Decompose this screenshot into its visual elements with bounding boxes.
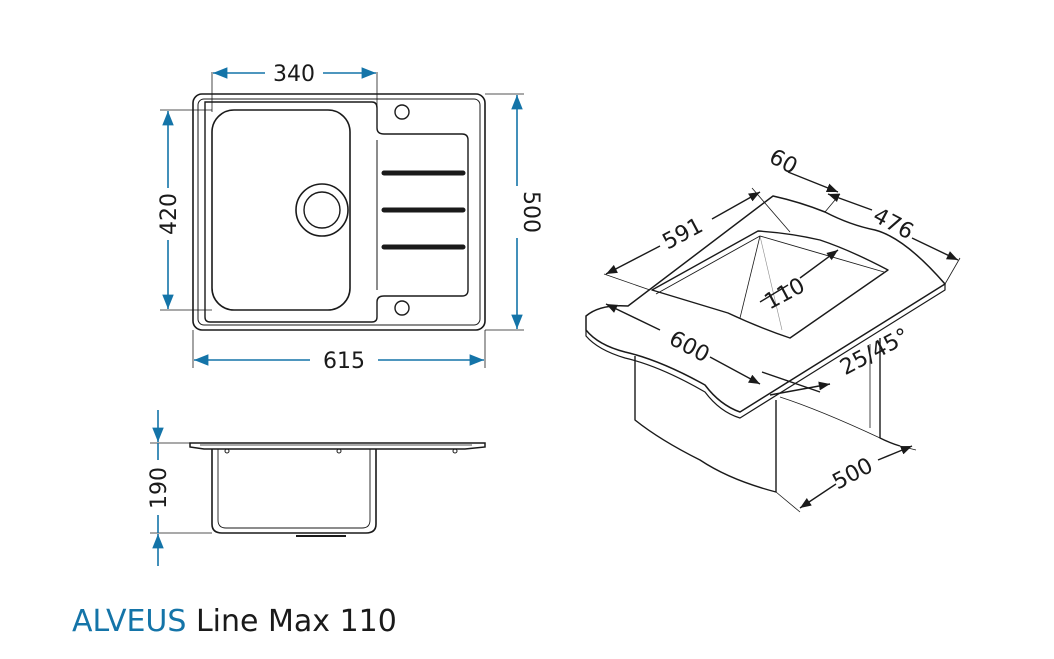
sink-inner-rim	[197, 98, 481, 326]
technical-drawing: 340 420 615 500 190	[147, 62, 961, 566]
bowl-recess-outline	[204, 101, 469, 323]
sink-flange	[189, 442, 486, 450]
top-view-sink	[160, 72, 524, 368]
model-name: Line Max 110	[195, 604, 397, 639]
bowl-inner-corner	[739, 235, 761, 319]
overflow-hole	[394, 300, 410, 316]
bowl-width-label: 340	[273, 62, 315, 87]
bowl-profile	[211, 449, 377, 534]
product-title: ALVEUS Line Max 110	[72, 604, 397, 639]
worktop-surface	[585, 195, 946, 413]
bowl	[211, 109, 351, 311]
cabinet-width-label: 500	[829, 453, 878, 495]
bowl-top-width-label: 591	[659, 213, 708, 255]
dim-600-right	[709, 356, 761, 385]
dim-600-left	[605, 303, 661, 331]
dim-angle-b	[769, 381, 831, 396]
dim-60	[787, 171, 839, 193]
cabinet-view	[585, 187, 961, 513]
bowl-depth-label: 110	[761, 273, 810, 315]
sink-width-label: 615	[323, 349, 365, 374]
worktop-width-label: 600	[665, 326, 714, 368]
sink-depth-label: 500	[518, 191, 543, 233]
dim-500-right	[877, 445, 913, 461]
dim-angle-a	[761, 371, 821, 393]
bowl-cutout	[651, 230, 889, 339]
bowl-length-label: 420	[157, 193, 182, 235]
dim-591-left	[605, 245, 661, 275]
depth-label: 190	[147, 467, 172, 509]
dim-476-left	[827, 193, 873, 211]
side-view-sink	[150, 442, 486, 537]
dim-110-b	[759, 284, 789, 303]
sink-outer-rim	[192, 93, 486, 331]
cabinet-right-side	[879, 338, 901, 447]
top-depth-label: 476	[869, 203, 918, 245]
dim-500-left	[799, 483, 837, 509]
drain-inner	[303, 191, 341, 229]
worktop-front-edge	[585, 284, 946, 419]
dim-476-right	[911, 237, 959, 261]
drain-outer	[295, 183, 349, 237]
tap-hole	[394, 104, 410, 120]
dim-110-a	[799, 249, 839, 279]
corner-angle-label: 25/45°	[836, 324, 913, 381]
top-view-dimensions	[162, 67, 523, 366]
brand-name: ALVEUS	[72, 604, 187, 639]
dim-591-right	[711, 191, 761, 220]
cabinet-left-side	[634, 356, 777, 493]
cabinet-dimensions	[605, 171, 959, 509]
